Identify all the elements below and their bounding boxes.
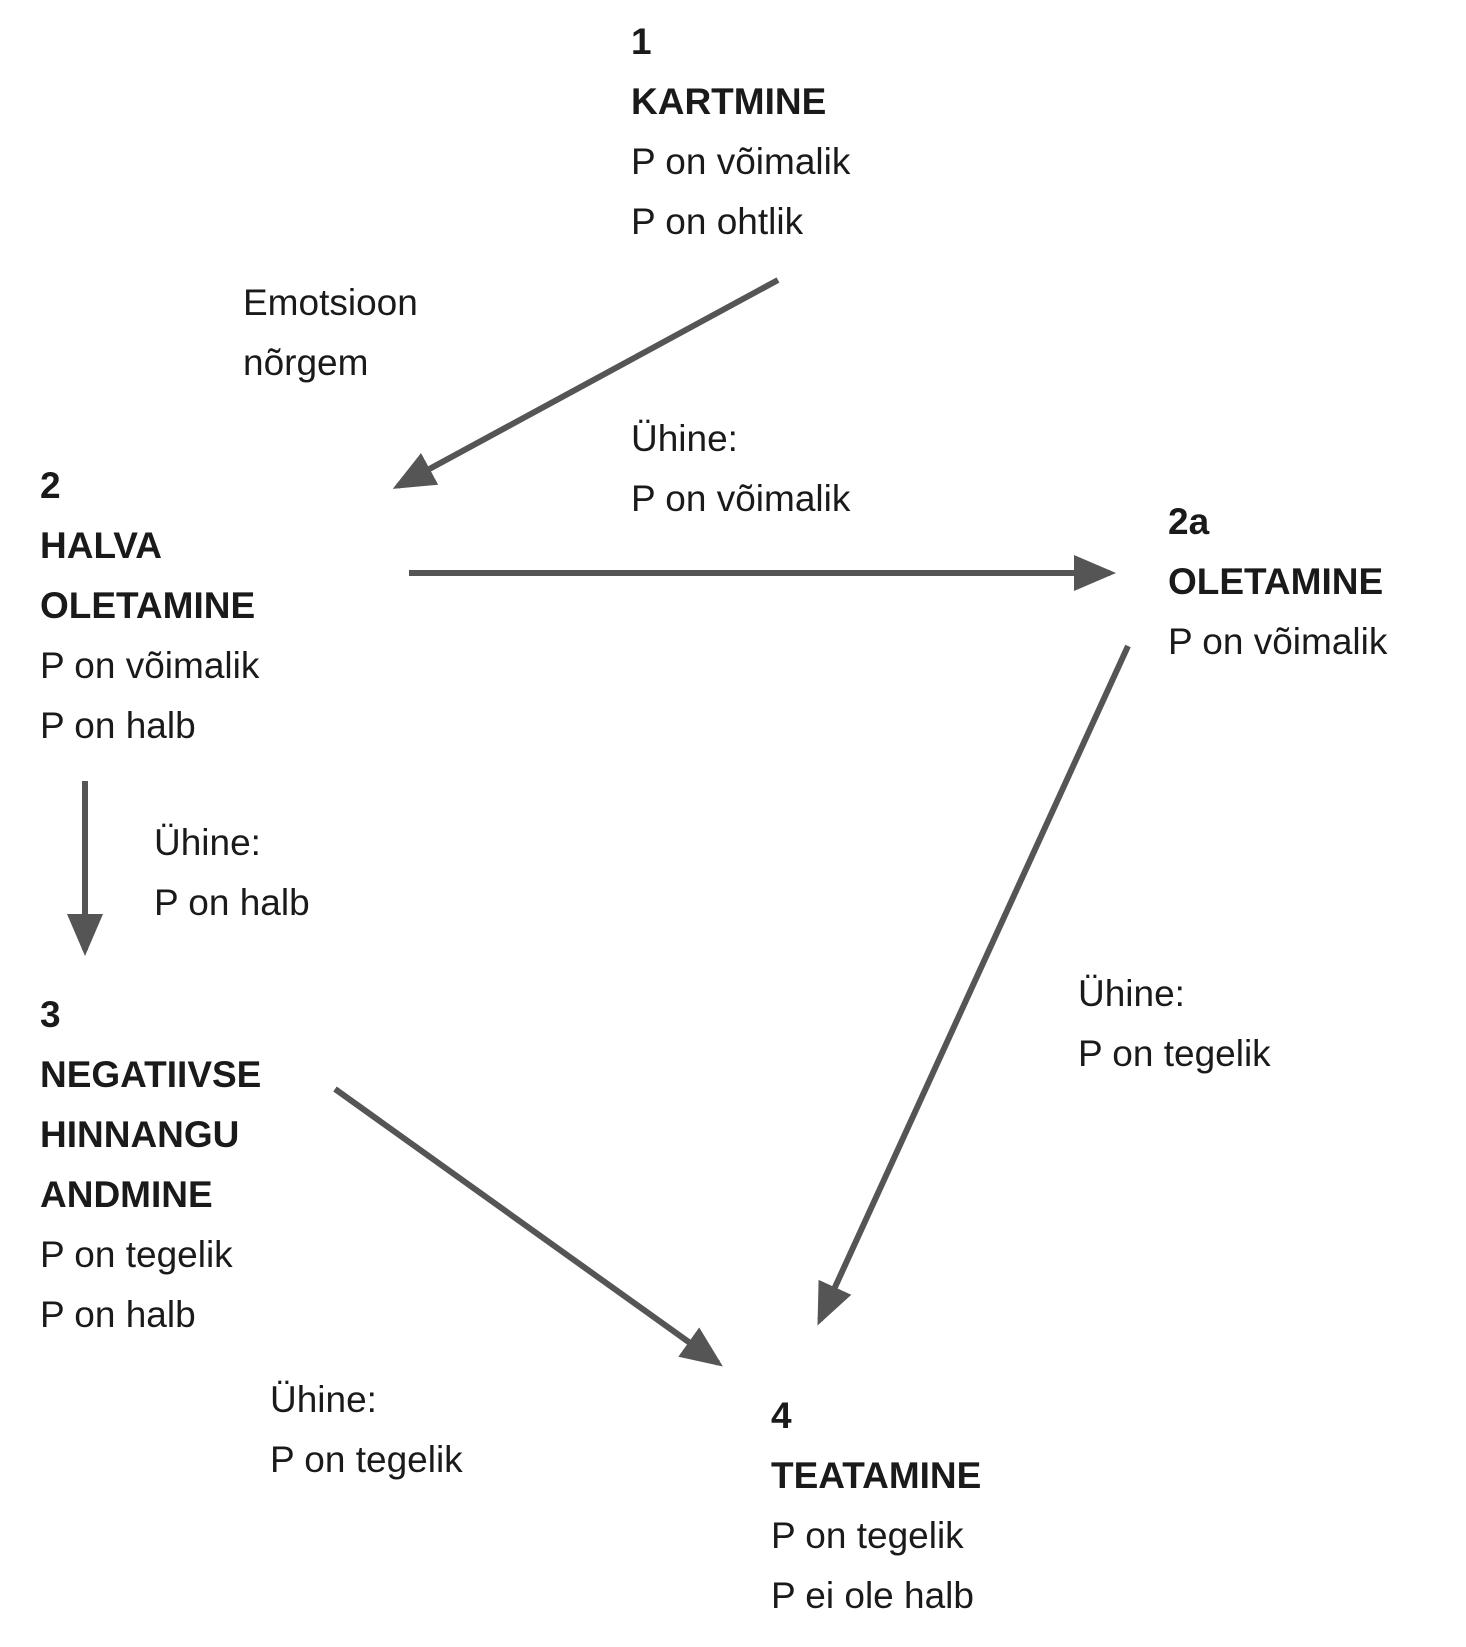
node-1-kartmine: 1 KARTMINE P on võimalik P on ohtlik [631, 12, 850, 252]
node-line: P ei ole halb [771, 1575, 974, 1616]
edge-label-line: P on tegelik [1078, 1033, 1271, 1074]
node-line: P on võimalik [1168, 621, 1388, 662]
node-title: HALVA [40, 525, 162, 566]
edge-label-2a-to-4: Ühine: P on tegelik [1078, 964, 1271, 1084]
edge-label-line: Ühine: [631, 418, 738, 459]
node-line: P on ohtlik [631, 201, 804, 242]
node-line: P on halb [40, 705, 196, 746]
node-title: OLETAMINE [40, 585, 256, 626]
node-line: P on halb [40, 1294, 196, 1335]
edge-label-1-to-2: Emotsioon nõrgem [243, 273, 418, 393]
edge-label-line: P on halb [154, 882, 310, 923]
arrow-1-to-2 [392, 277, 780, 489]
node-line: P on tegelik [771, 1515, 964, 1556]
arrow-2a-to-4 [817, 644, 1131, 1326]
node-2-halva-oletamine: 2 HALVA OLETAMINE P on võimalik P on hal… [40, 456, 259, 756]
edge-label-line: P on võimalik [631, 478, 851, 519]
edge-label-line: Ühine: [270, 1379, 377, 1420]
arrow-3-to-4 [333, 1086, 723, 1367]
edge-label-line: nõrgem [243, 342, 369, 383]
node-number: 1 [631, 21, 652, 62]
edge-label-line: Emotsioon [243, 282, 418, 323]
node-4-teatamine: 4 TEATAMINE P on tegelik P ei ole halb [771, 1386, 981, 1626]
node-2a-oletamine: 2a OLETAMINE P on võimalik [1168, 492, 1387, 672]
node-title: HINNANGU [40, 1114, 240, 1155]
edge-label-2-to-2a: Ühine: P on võimalik [631, 409, 850, 529]
node-title: KARTMINE [631, 81, 827, 122]
node-number: 2 [40, 465, 61, 506]
node-line: P on võimalik [40, 645, 260, 686]
node-number: 3 [40, 994, 61, 1035]
node-title: NEGATIIVSE [40, 1054, 262, 1095]
edge-label-3-to-4: Ühine: P on tegelik [270, 1370, 463, 1490]
node-3-negatiivse-hinnangu-andmine: 3 NEGATIIVSE HINNANGU ANDMINE P on tegel… [40, 985, 261, 1345]
node-title: OLETAMINE [1168, 561, 1384, 602]
edge-label-line: Ühine: [154, 822, 261, 863]
edge-label-line: Ühine: [1078, 973, 1185, 1014]
node-line: P on võimalik [631, 141, 851, 182]
node-number: 2a [1168, 501, 1210, 542]
node-number: 4 [771, 1395, 792, 1436]
edge-label-line: P on tegelik [270, 1439, 463, 1480]
node-line: P on tegelik [40, 1234, 233, 1275]
node-title: TEATAMINE [771, 1455, 982, 1496]
edge-label-2-to-3: Ühine: P on halb [154, 813, 310, 933]
node-title: ANDMINE [40, 1174, 213, 1215]
